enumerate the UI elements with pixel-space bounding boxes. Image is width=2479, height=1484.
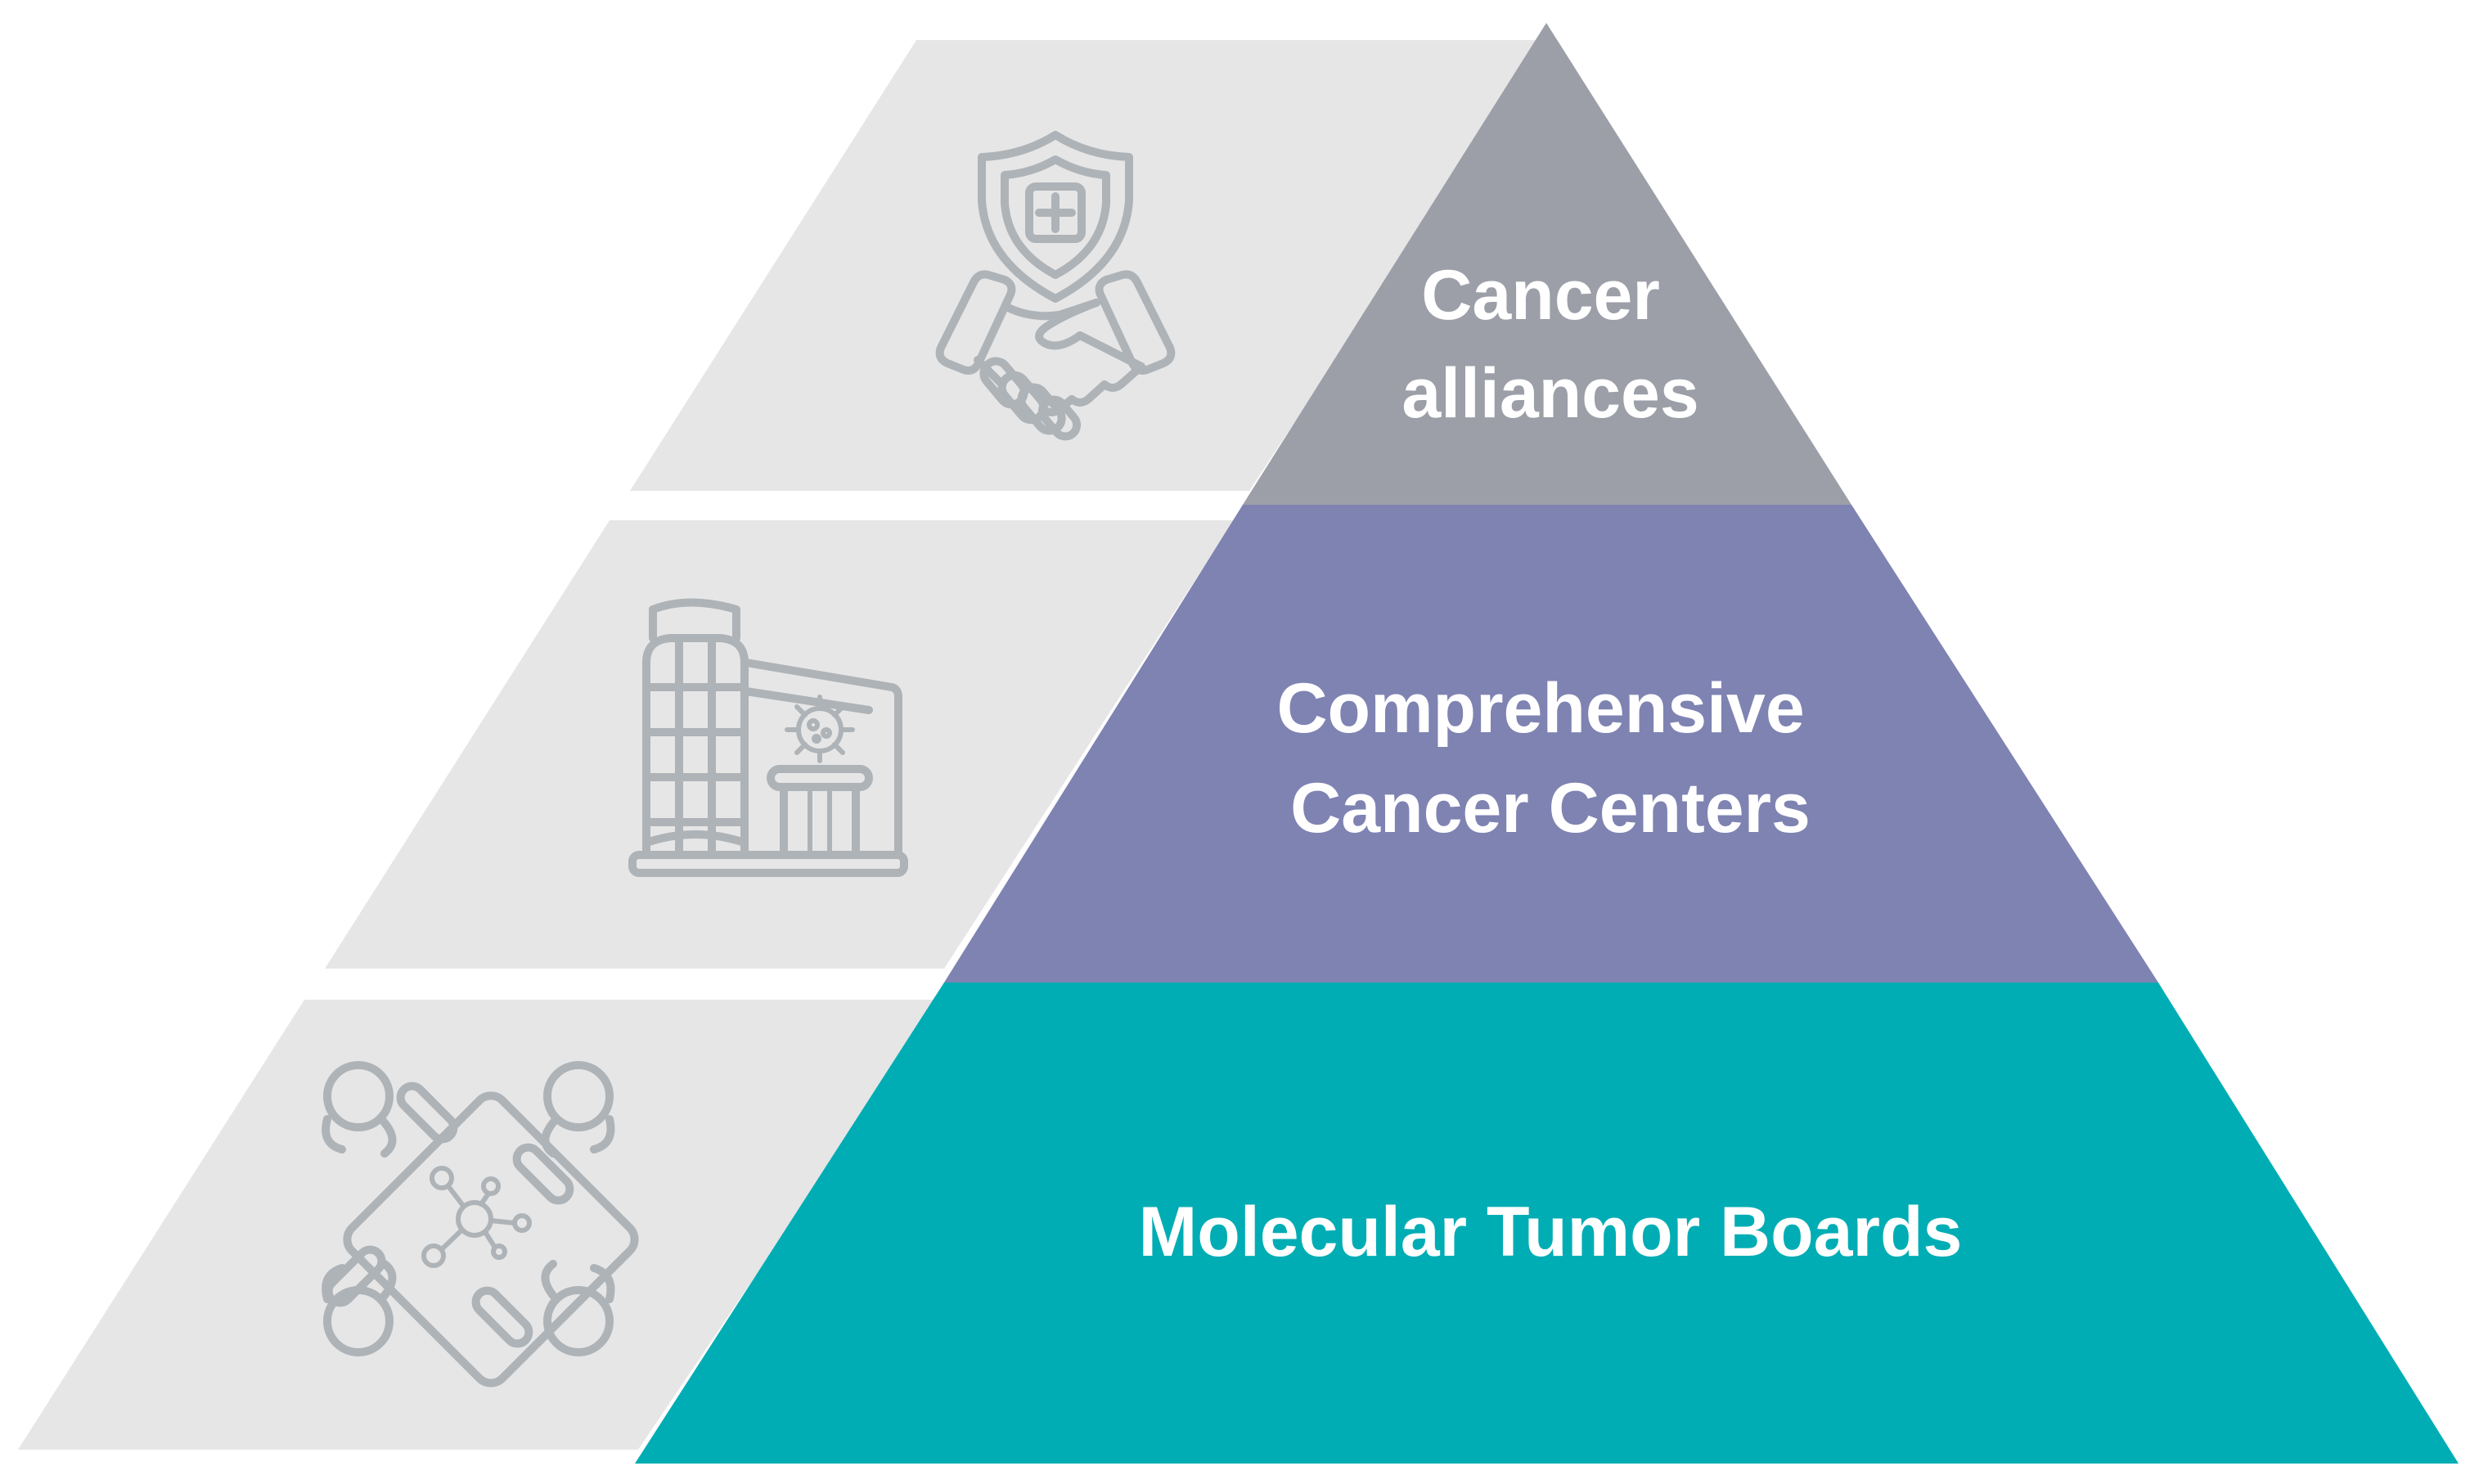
band-top (630, 40, 1546, 491)
tier-bottom-molecular-tumor-boards (635, 983, 2459, 1464)
tumor-board-meeting-icon (322, 1061, 639, 1387)
tier-bottom-label-line-1: Molecular Tumor Boards (1139, 1193, 1963, 1271)
tier-middle-label-line-2: Cancer Centers (1290, 769, 1811, 848)
band-bottom (18, 1000, 942, 1450)
tier-middle-label: Comprehensive Cancer Centers (1276, 669, 1824, 848)
tier-top-label-line-2: alliances (1401, 354, 1698, 433)
tier-middle-label-line-1: Comprehensive (1276, 669, 1804, 748)
tier-top-label: Cancer alliances (1401, 256, 1698, 433)
cancer-center-building-icon (628, 598, 908, 877)
handshake-shield-icon (935, 131, 1176, 441)
tier-top-label-line-1: Cancer (1421, 256, 1660, 335)
tier-top-cancer-alliances (1243, 23, 1851, 505)
tier-bottom-label: Molecular Tumor Boards (1139, 1193, 1963, 1271)
tier-middle-comprehensive-cancer-centers (944, 505, 2158, 983)
band-middle (325, 520, 1234, 969)
